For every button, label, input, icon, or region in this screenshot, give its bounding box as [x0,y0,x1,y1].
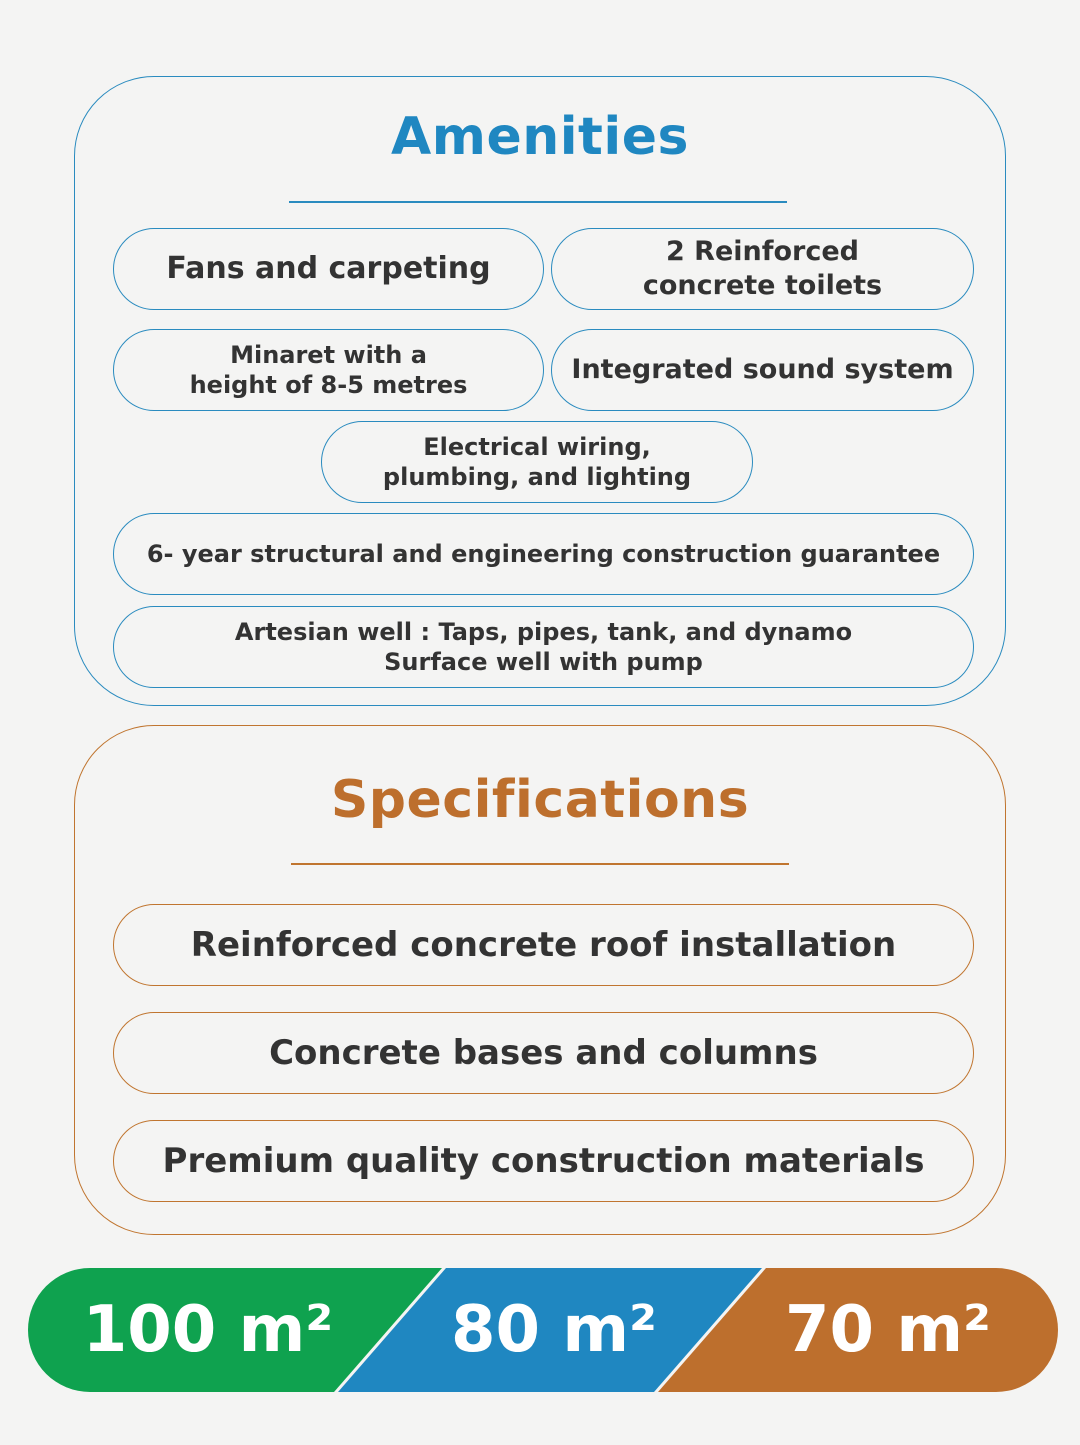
size-70-segment [658,1268,1058,1392]
amenity-item: Artesian well : Taps, pipes, tank, and d… [113,606,974,688]
size-options-shapes [28,1268,1058,1392]
specification-item: Reinforced concrete roof installation [113,904,974,986]
size-100-label: 100 m² [82,1293,334,1367]
amenities-panel: Amenities Fans and carpeting 2 Reinforce… [74,76,1006,706]
size-80-label: 80 m² [450,1293,658,1367]
size-100-segment [28,1268,442,1392]
specifications-panel: Specifications Reinforced concrete roof … [74,725,1006,1235]
amenity-item: Integrated sound system [551,329,974,411]
size-70-label: 70 m² [784,1293,992,1367]
specification-item: Concrete bases and columns [113,1012,974,1094]
amenity-item: Fans and carpeting [113,228,544,310]
specification-item: Premium quality construction materials [113,1120,974,1202]
size-options-bar: 100 m² 80 m² 70 m² [28,1268,1058,1392]
specifications-title: Specifications [330,770,750,830]
size-80-segment [338,1268,762,1392]
amenities-title: Amenities [391,107,689,167]
amenity-item: Electrical wiring, plumbing, and lightin… [321,421,753,503]
amenities-divider [289,201,787,203]
amenity-item: 6- year structural and engineering const… [113,513,974,595]
specifications-divider [291,863,789,865]
amenity-item: 2 Reinforced concrete toilets [551,228,974,310]
amenity-item: Minaret with a height of 8-5 metres [113,329,544,411]
